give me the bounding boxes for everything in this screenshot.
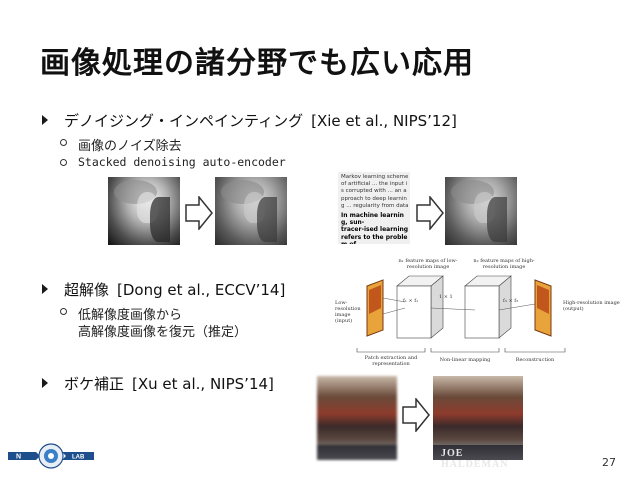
one-by-one-label: 1 × 1: [439, 294, 453, 300]
n1-label: n₁ feature maps of low-resolution image: [398, 258, 458, 270]
blurred-book-image: [317, 376, 397, 460]
bullet-label: ボケ補正: [64, 375, 125, 393]
bullet-label: 超解像: [64, 281, 110, 299]
hr-label: High-resolution image (output): [563, 300, 620, 312]
lab-logo: N LAB: [8, 443, 94, 469]
f3-label: f₃ × f₃: [503, 298, 519, 304]
lr-label: Low-resolution image (input): [335, 300, 361, 324]
bullet-arrow-icon: [42, 378, 48, 388]
bullet-arrow-icon: [42, 284, 48, 294]
bullet-reference: [Dong et al., ECCV’14]: [117, 281, 286, 299]
sub-bullet-ring-icon: [60, 139, 67, 146]
sub-bullet-ring-icon: [60, 308, 67, 315]
inpainted-lena-image: [445, 177, 517, 245]
bullet-reference: [Xie et al., NIPS’12]: [311, 112, 457, 130]
srcnn-network-drawing: [356, 275, 566, 353]
text-corrupted-image: Markov learning scheme of artificial ...…: [338, 172, 410, 244]
page-number: 27: [602, 456, 616, 469]
step-reconstruction: Reconstruction: [515, 357, 555, 363]
logo-right-text: LAB: [72, 455, 85, 461]
bullet-label: デノイジング・インペインティング: [64, 112, 304, 130]
sub-bullet-ring-icon: [60, 159, 67, 166]
right-arrow-icon: [402, 398, 430, 432]
logo-left-text: N: [16, 454, 21, 461]
bullet-arrow-icon: [42, 115, 48, 125]
deblurred-book-image: JOE HALDEMAN: [433, 376, 523, 470]
noisy-lena-image: [108, 177, 180, 245]
denoised-lena-image: [215, 177, 287, 245]
book-title-caption: JOE HALDEMAN: [441, 447, 509, 470]
srcnn-diagram: n₁ feature maps of low-resolution image …: [335, 258, 625, 370]
right-arrow-icon: [185, 196, 213, 230]
step-patch-extraction: Patch extraction and representation: [364, 355, 418, 367]
bullet-reference: [Xu et al., NIPS’14]: [132, 375, 274, 393]
n2-label: n₂ feature maps of high-resolution image: [473, 258, 535, 270]
f1-label: f₁ × f₁: [403, 298, 419, 304]
step-nonlinear-mapping: Non-linear mapping: [439, 357, 491, 363]
slide-title: 画像処理の諸分野でも広い応用: [40, 46, 474, 81]
right-arrow-icon: [416, 196, 444, 230]
